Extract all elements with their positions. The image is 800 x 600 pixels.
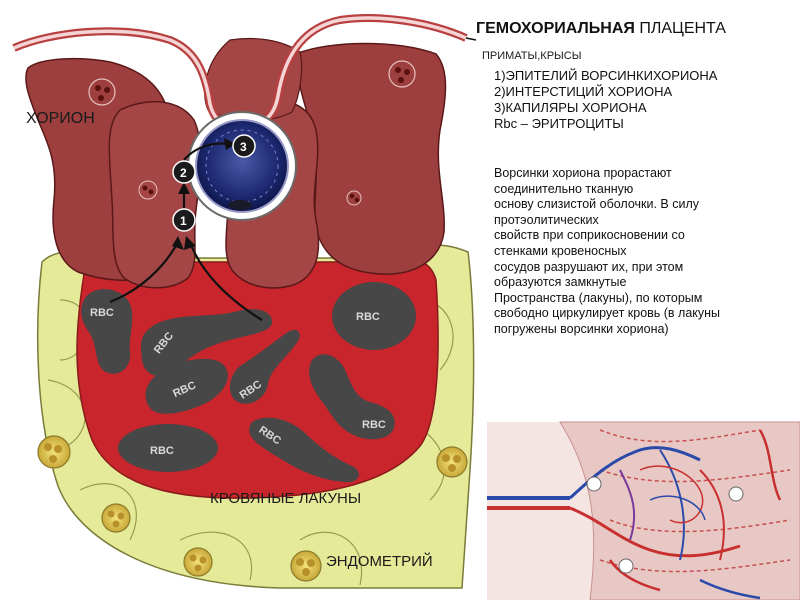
subtitle: ПРИМАТЫ,КРЫСЫ [482,50,582,62]
description-line: протэолитических [494,212,599,227]
rbc-label: RBC [150,445,174,457]
description-line: образуются замкнутые [494,275,627,290]
legend-item: Rbc – ЭРИТРОЦИТЫ [494,116,624,131]
rbc-label: RBC [356,311,380,323]
description-line: Ворсинки хориона прорастают [494,166,672,180]
endometrium-nodules [37,435,468,582]
rbc-label: RBC [362,419,386,431]
description-line: погружены ворсинки хориона) [494,321,669,336]
rbc-cell [332,282,416,350]
rbc-cell [309,354,395,440]
blood-lacunae-label: КРОВЯНЫЕ ЛАКУНЫ [210,490,362,507]
endometrium-label: ЭНДОМЕТРИЙ [326,553,433,570]
rbc-cell [118,424,218,472]
rbc-label: RBC [90,307,114,319]
legend-list: 1)ЭПИТЕЛИЙ ВОРСИНКИХОРИОНА 2)ИНТЕРСТИЦИЙ… [494,68,717,132]
rbc-cell [140,309,273,377]
chorion-cells [88,60,416,206]
rbc-cell [145,358,228,414]
description-line: свойств при соприкосновении со [494,228,685,243]
description-line: основу слизистой оболочки. В силу [494,197,700,212]
svg-text:1: 1 [180,214,187,228]
rbc-cell [249,417,359,483]
legend-item: 1)ЭПИТЕЛИЙ ВОРСИНКИХОРИОНА [494,68,718,83]
description-line: соединительно тканную [494,181,634,196]
title-pointer [465,37,477,41]
legend-item: 2)ИНТЕРСТИЦИЙ ХОРИОНА [494,84,673,99]
rbc-cell [81,289,133,374]
rbc-cell [229,329,300,404]
description-line: стенками кровеносных [494,243,627,258]
page-title: ГЕМОХОРИАЛЬНАЯ ПЛАЦЕНТА [476,20,726,37]
chorion-capillary [187,111,297,221]
svg-text:2: 2 [180,166,187,180]
description-text: Ворсинки хориона прорастают соединительн… [494,166,794,338]
marker-1: 1 [172,208,196,232]
rbc-cells [81,282,416,483]
svg-text:3: 3 [240,140,247,154]
marker-3: 3 [232,134,256,158]
description-line: свободно циркулирует кровь (в лакуны [494,306,721,321]
legend-item: 3)КАПИЛЯРЫ ХОРИОНА [494,100,647,115]
marker-2: 2 [172,160,196,184]
inset-illustration [487,421,800,600]
description-line: Пространства (лакуны), по которым [494,290,703,305]
description-line: сосудов разрушают их, при этом [494,259,684,274]
chorion-label: ХОРИОН [26,110,95,127]
arrow-heads [172,138,236,250]
